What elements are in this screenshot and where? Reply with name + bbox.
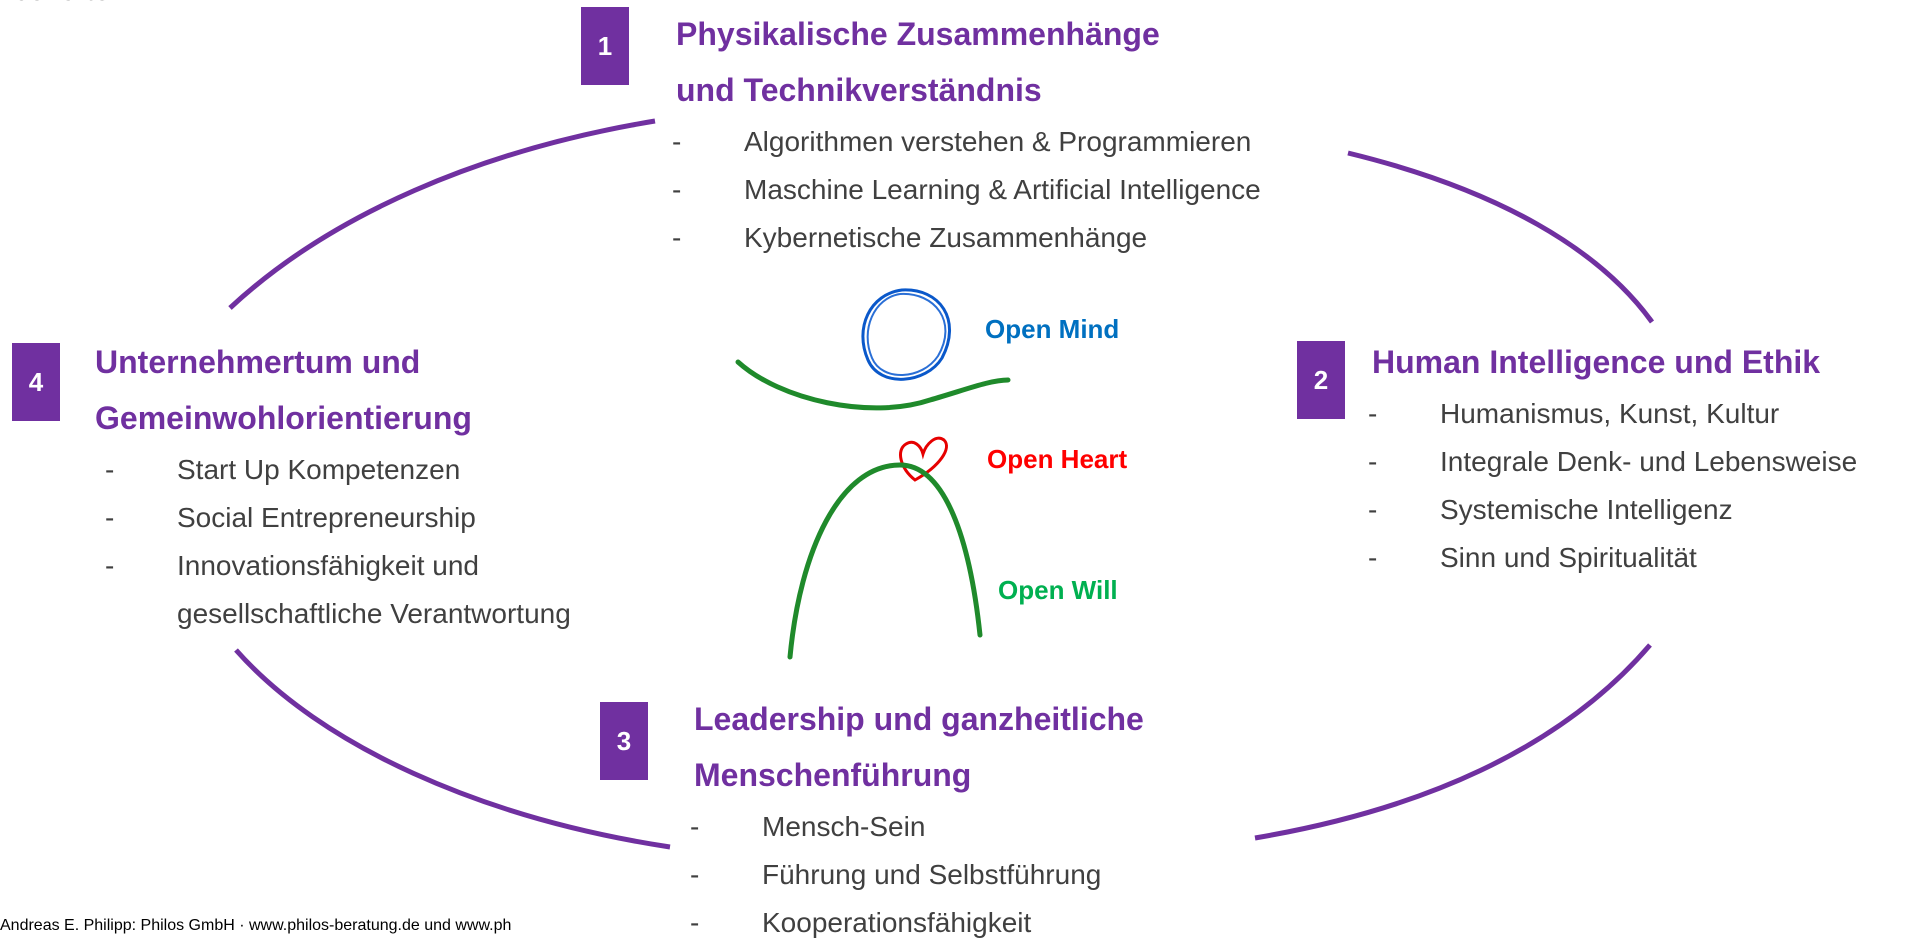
arc-top-right	[1347, 150, 1655, 324]
section-3-heading-line-2: Menschenführung	[694, 757, 972, 793]
open-will-label: Open Will	[998, 575, 1118, 605]
list-item: -Kybernetische Zusammenhänge	[672, 222, 1148, 253]
list-item: -Mensch-Sein	[690, 811, 926, 842]
list-item: -Maschine Learning & Artificial Intellig…	[672, 174, 1261, 205]
section-2-badge: 2	[1297, 341, 1345, 419]
arms-stroke	[735, 359, 1011, 411]
arc-bottom-left	[234, 648, 671, 850]
top-cut-text: behalten.	[12, 0, 135, 8]
list-item: -Führung und Selbstführung	[690, 859, 1102, 890]
body-stroke	[787, 462, 983, 660]
section-1-list: -Algorithmen verstehen & Programmieren -…	[672, 118, 1261, 262]
head-circle-icon	[861, 288, 952, 381]
list-item: -Kooperationsfähigkeit	[690, 907, 1032, 938]
open-mind-label: Open Mind	[985, 314, 1120, 344]
list-item: -Integrale Denk- und Lebensweise	[1368, 446, 1858, 477]
section-4-list: -Start Up Kompetenzen -Social Entreprene…	[105, 446, 571, 638]
section-1: Physikalische Zusammenhänge und Technikv…	[672, 6, 1261, 262]
heart-icon	[899, 436, 948, 482]
list-item: -Humanismus, Kunst, Kultur	[1368, 398, 1780, 429]
list-item: -Start Up Kompetenzen	[105, 454, 461, 485]
section-1-number: 1	[597, 30, 613, 61]
section-1-heading-line-1: Physikalische Zusammenhänge	[676, 16, 1160, 52]
section-4: Unternehmertum und Gemeinwohlorientierun…	[95, 334, 571, 638]
section-3: Leadership und ganzheitliche Menschenfüh…	[690, 691, 1144, 947]
section-4-heading-line-2: Gemeinwohlorientierung	[95, 400, 472, 436]
section-3-number: 3	[616, 725, 632, 756]
section-3-badge: 3	[600, 702, 648, 780]
open-person-figure	[735, 288, 1011, 660]
section-1-badge: 1	[581, 7, 629, 85]
section-2-list: -Humanismus, Kunst, Kultur -Integrale De…	[1368, 390, 1857, 582]
section-4-number: 4	[28, 366, 44, 397]
list-item: -Systemische Intelligenz	[1368, 494, 1733, 525]
section-1-heading-line-2: und Technikverständnis	[676, 72, 1042, 108]
arc-top-left	[228, 118, 656, 310]
section-4-badge: 4	[12, 343, 60, 421]
list-item: -Algorithmen verstehen & Programmieren	[672, 126, 1252, 157]
footer-credit: Andreas E. Philipp: Philos GmbH · www.ph…	[0, 917, 512, 934]
open-heart-label: Open Heart	[987, 444, 1128, 474]
section-2: Human Intelligence und Ethik -Humanismus…	[1368, 334, 1857, 582]
list-item-continuation: gesellschaftliche Verantwortung	[177, 598, 571, 629]
list-item: -Sinn und Spiritualität	[1368, 542, 1697, 573]
section-2-heading: Human Intelligence und Ethik	[1372, 344, 1821, 380]
section-3-list: -Mensch-Sein -Führung und Selbstführung …	[690, 803, 1144, 947]
list-item: -Innovationsfähigkeit und	[105, 550, 479, 581]
section-4-heading-line-1: Unternehmertum und	[95, 344, 421, 380]
section-3-heading-line-1: Leadership und ganzheitliche	[694, 701, 1144, 737]
section-2-number: 2	[1313, 364, 1329, 395]
arc-bottom-right	[1254, 643, 1652, 841]
list-item: -Social Entrepreneurship	[105, 502, 476, 533]
